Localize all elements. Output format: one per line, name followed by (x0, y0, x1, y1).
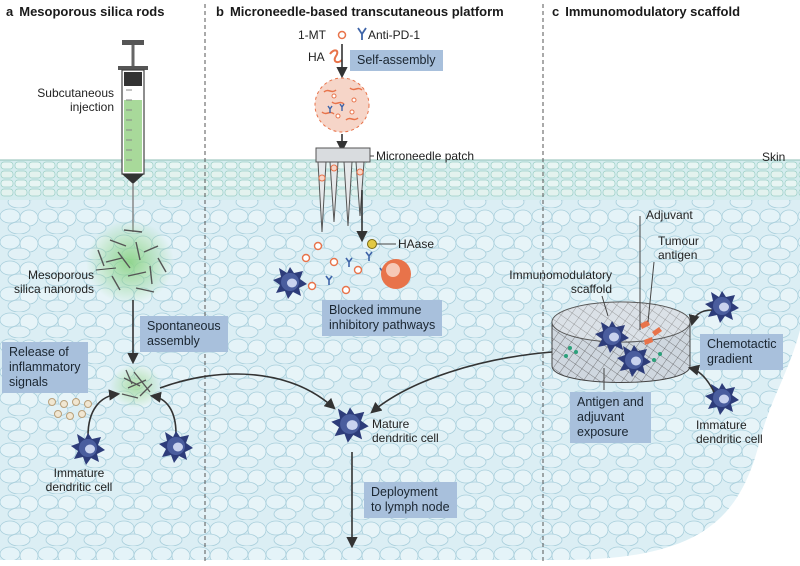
label-haase: HAase (398, 237, 435, 251)
arrow-rods-to-mature-dc (159, 373, 336, 410)
mt-glyph (337, 30, 347, 40)
inflammatory-signal-dots (48, 398, 92, 420)
tumour-cell (381, 259, 411, 289)
microneedle-patch (315, 147, 371, 233)
label-anti-pd1: Anti-PD-1 (368, 28, 421, 42)
arrow-dc-top-to-scaffold (688, 309, 713, 327)
scaffold-adjuvant (564, 346, 662, 362)
tissue-background (0, 190, 800, 560)
label-microneedle-patch: Microneedle patch (376, 149, 475, 163)
label-ha: HA (308, 50, 325, 64)
arrow-scaffold-to-mature-dc (370, 351, 553, 414)
ha-glyph (329, 49, 343, 64)
arrow-dc-to-rods-right (149, 391, 177, 435)
nanoparticle (314, 77, 370, 133)
pointer-scaffold (601, 295, 609, 317)
nanorod-cluster (97, 229, 167, 293)
label-1mt: 1-MT (298, 28, 326, 42)
pointer-mesoporous (95, 267, 117, 271)
skin-band (0, 160, 800, 200)
haase-glyph (367, 239, 377, 249)
label-skin: Skin (762, 150, 786, 164)
scaffold-antigen (640, 320, 662, 345)
syringe-icon (118, 40, 148, 232)
arrow-dc-bottom-to-scaffold (687, 364, 715, 393)
pointer-tumour-antigen (647, 261, 655, 323)
box-self-assembly: Self-assembly (350, 50, 443, 71)
assembled-rods-glow (110, 364, 162, 408)
antibody-glyph (357, 27, 367, 40)
assembled-rods (121, 369, 153, 399)
arrow-dc-to-rods-left (87, 389, 121, 437)
released-particles (301, 241, 387, 295)
label-adjuvant: Adjuvant (646, 208, 693, 222)
